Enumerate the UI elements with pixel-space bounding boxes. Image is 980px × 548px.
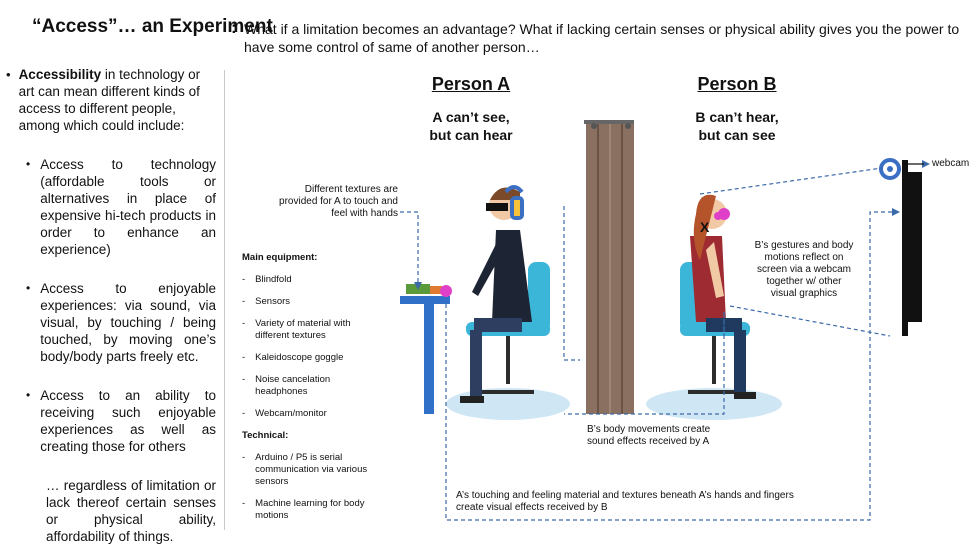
connector-lines — [400, 167, 894, 521]
bullet-dot: • — [26, 157, 31, 171]
gestures-note: B’s gestures and body motions reflect on… — [754, 240, 854, 299]
person-a-desc: A can’t see, but can hear — [429, 109, 513, 143]
connector-webcam-bottom — [729, 305, 891, 337]
person-a-title: Person A — [431, 74, 511, 94]
person-a-figure — [460, 185, 550, 403]
person-b-desc: B can’t hear, but can see — [695, 109, 779, 143]
list-item: -Webcam/monitor — [242, 408, 327, 419]
visual-note: A’s touching and feeling material and te… — [456, 490, 794, 513]
list-item: -Sensors — [242, 296, 291, 307]
list-item: -Blindfold — [242, 274, 292, 285]
webcam-icon — [879, 158, 901, 180]
equipment-list: Main equipment: -Blindfold -Sensors -Var… — [242, 252, 372, 532]
texture-table-icon — [400, 284, 452, 414]
bullet-dot: • — [26, 281, 31, 295]
webcam-label: webcam — [932, 158, 970, 169]
closing-text: … regardless of limitation or lack there… — [46, 478, 216, 544]
accessibility-bold: Accessibility — [18, 67, 102, 82]
connector-visual — [445, 211, 894, 521]
accessibility-intro: • Accessibility in technology or art can… — [6, 66, 216, 134]
bullet-text-1: Access to technology (affordable tools o… — [40, 157, 216, 257]
arrowheads — [414, 160, 930, 290]
person-b-figure: X — [680, 194, 756, 399]
title-question: What if a limitation becomes an advantag… — [244, 21, 960, 55]
list-item: -Arduino / P5 is serial communication vi… — [242, 452, 368, 487]
list-item: • Access to technology (affordable tools… — [26, 156, 216, 258]
textures-note: Different textures are provided for A to… — [279, 184, 398, 219]
equipment-heading: Main equipment: — [242, 252, 318, 263]
bullet-dot: • — [26, 388, 31, 402]
accessibility-section: • Accessibility in technology or art can… — [6, 66, 216, 545]
list-item: • Access to enjoyable experiences: via s… — [26, 280, 216, 365]
technical-heading: Technical: — [242, 430, 289, 441]
list-item: -Variety of material with different text… — [242, 318, 351, 341]
person-b-title: Person B — [697, 74, 777, 94]
connector-textures — [400, 211, 419, 284]
list-item: -Machine learning for body motions — [242, 498, 365, 521]
list-item: • Access to an ability to receiving such… — [26, 387, 216, 455]
list-item: -Noise cancelation headphones — [242, 374, 331, 397]
title-colon: : — [231, 18, 237, 37]
bullet-dot: • — [6, 67, 11, 82]
x-mark: X — [700, 219, 710, 235]
bullet-text-3: Access to an ability to receiving such e… — [40, 388, 216, 454]
list-item: -Kaleidoscope goggle — [242, 352, 344, 363]
connector-webcam-top — [699, 167, 883, 195]
bullet-text-2: Access to enjoyable experiences: via sou… — [40, 281, 216, 364]
accessibility-intro-text: in technology or art can mean different … — [18, 67, 201, 133]
sound-note: B’s body movements create sound effects … — [587, 424, 711, 447]
slide-title: “Access”… an Experiment — [32, 16, 273, 37]
monitor-icon — [902, 160, 922, 336]
curtain-icon — [584, 120, 634, 414]
column-divider — [224, 70, 225, 530]
